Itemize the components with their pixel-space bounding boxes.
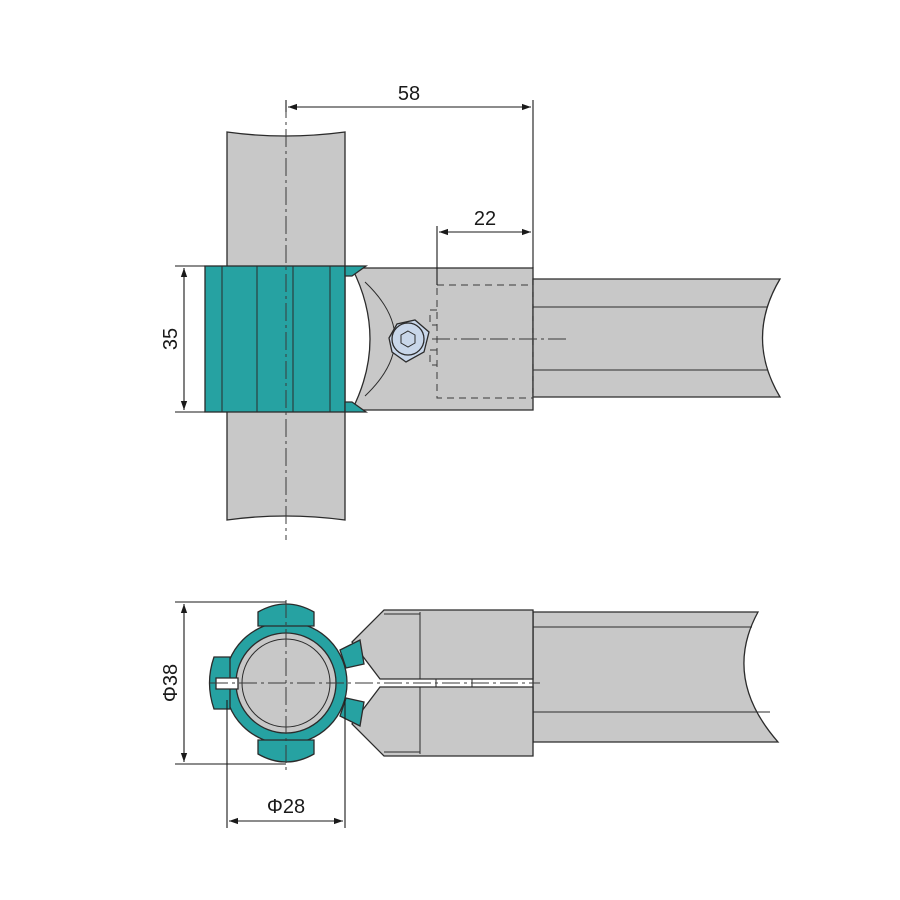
dimension-58: 58: [285, 83, 534, 268]
dimension-label-phi28: Φ28: [267, 796, 305, 818]
connector-body-upper: [351, 609, 534, 680]
top-view: 58 22 35: [160, 83, 782, 540]
hidden-insert: [436, 284, 534, 399]
dimension-label-35: 35: [160, 328, 182, 350]
horizontal-tube-side: [532, 611, 780, 743]
hidden-insert-teeth: [429, 309, 437, 366]
teal-clamp: [204, 265, 369, 413]
dimension-label-22: 22: [474, 208, 496, 230]
horizontal-tube: [532, 278, 782, 398]
dimension-phi28: Φ28: [226, 700, 346, 828]
bottom-view: Φ38 Φ28: [160, 600, 780, 828]
dimension-label-phi38: Φ38: [160, 664, 182, 702]
dimension-phi38: Φ38: [160, 601, 286, 765]
hex-socket-screw-icon: [388, 319, 430, 363]
dimension-22: 22: [436, 208, 531, 285]
dimension-35: 35: [160, 265, 205, 413]
dimension-label-58: 58: [398, 83, 420, 105]
connector-body-lower: [351, 686, 534, 757]
